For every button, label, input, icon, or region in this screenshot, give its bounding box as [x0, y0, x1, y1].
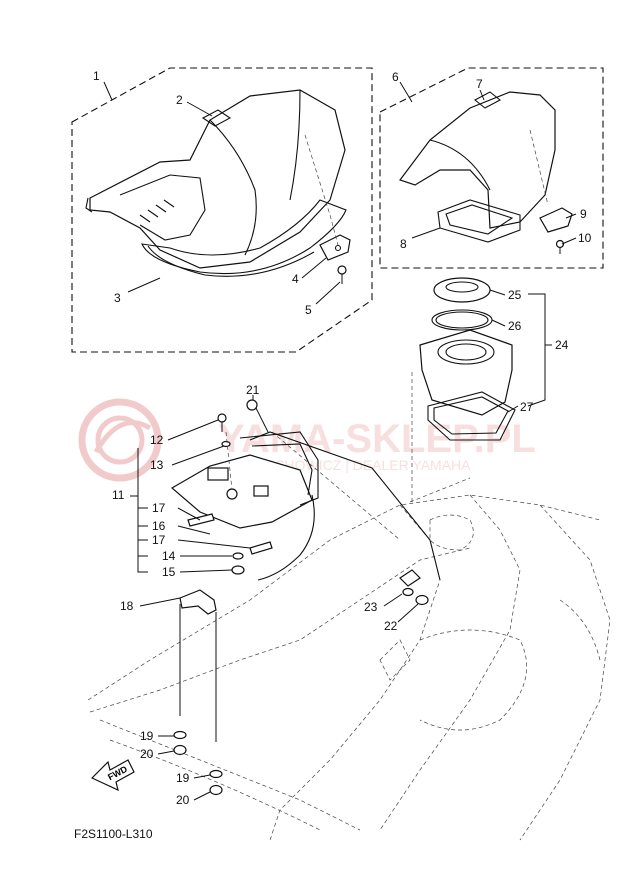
- callout-12: 12: [150, 433, 164, 447]
- callout-6: 6: [392, 70, 399, 84]
- nut-22-part: [415, 594, 429, 606]
- group-box-rear-seat-assembly: [379, 67, 604, 269]
- callout-5: 5: [305, 303, 312, 317]
- seat-gasket-part: [141, 199, 347, 277]
- callout-20-lower: 20: [176, 793, 190, 807]
- callout-20-upper: 20: [140, 747, 154, 761]
- seat-lock-bracket-part: [319, 234, 351, 261]
- callout-22: 22: [384, 619, 398, 633]
- callout-11: 11: [112, 488, 125, 502]
- leader-lines: [103, 81, 577, 801]
- seat-lock-cable-part: [257, 494, 315, 581]
- callout-18: 18: [120, 599, 134, 613]
- nut-20b-part: [209, 784, 223, 796]
- storage-box-part: [419, 329, 513, 416]
- rear-seat-part: [399, 91, 556, 229]
- watermark: YAMA-SKLEP.PL WOJCIECHOWICZ | DEALER YAM…: [78, 398, 536, 482]
- callout-23: 23: [364, 600, 378, 614]
- washer-19a-part: [173, 730, 187, 740]
- callout-19-lower: 19: [176, 771, 190, 785]
- storage-cap-part: [433, 277, 491, 303]
- stay-part: [179, 589, 217, 742]
- fwd-arrow-icon: FWD: [90, 759, 135, 792]
- seat-part: [85, 89, 346, 269]
- callout-16: 16: [152, 519, 166, 533]
- washer-19b-part: [209, 769, 223, 779]
- callouts: 1 2 3 4 5 6 7 8 9 10 11 12 13 14 15 16 1…: [93, 69, 592, 807]
- group-box-seat-assembly: [71, 67, 373, 353]
- callout-9: 9: [580, 207, 587, 221]
- callout-3: 3: [114, 291, 121, 305]
- callout-10: 10: [578, 231, 592, 245]
- callout-19-upper: 19: [140, 729, 154, 743]
- seat-lock-pad-part: [187, 513, 273, 555]
- seat-lock-washer-part: [232, 552, 244, 560]
- seat-lock-nut-part: [231, 565, 245, 575]
- callout-4: 4: [292, 272, 299, 286]
- storage-oring-part: [431, 309, 493, 331]
- nut-20a-part: [173, 744, 187, 756]
- callout-24: 24: [555, 338, 569, 352]
- storage-gasket-part: [427, 391, 516, 441]
- hull-outline: [87, 494, 611, 841]
- callout-27: 27: [520, 400, 534, 414]
- seat-lock-bolt-part: [246, 399, 269, 433]
- seat-lock-part: [170, 431, 319, 529]
- callout-7: 7: [476, 77, 483, 91]
- callout-2: 2: [176, 93, 183, 107]
- diagram-code: F2S1100-L310: [74, 827, 153, 841]
- washer-23-part: [402, 587, 414, 597]
- callout-1: 1: [93, 69, 100, 83]
- callout-17-upper: 17: [152, 501, 166, 515]
- callout-13: 13: [150, 458, 164, 472]
- watermark-logo-icon: [78, 398, 162, 482]
- rear-seat-bolt-part: [555, 239, 565, 254]
- callout-25: 25: [508, 288, 522, 302]
- callout-15: 15: [162, 565, 176, 579]
- callout-26: 26: [508, 319, 522, 333]
- rear-seat-bracket-part: [539, 207, 573, 233]
- callout-17-lower: 17: [152, 533, 166, 547]
- callout-21: 21: [246, 383, 260, 397]
- callout-8: 8: [400, 237, 407, 251]
- seat-bolt-part: [337, 265, 347, 284]
- seat-lock-pin-part: [217, 413, 231, 448]
- small-bracket-part: [399, 569, 421, 587]
- callout-14: 14: [162, 549, 176, 563]
- watermark-brand: YAMA-SKLEP.PL: [218, 417, 536, 461]
